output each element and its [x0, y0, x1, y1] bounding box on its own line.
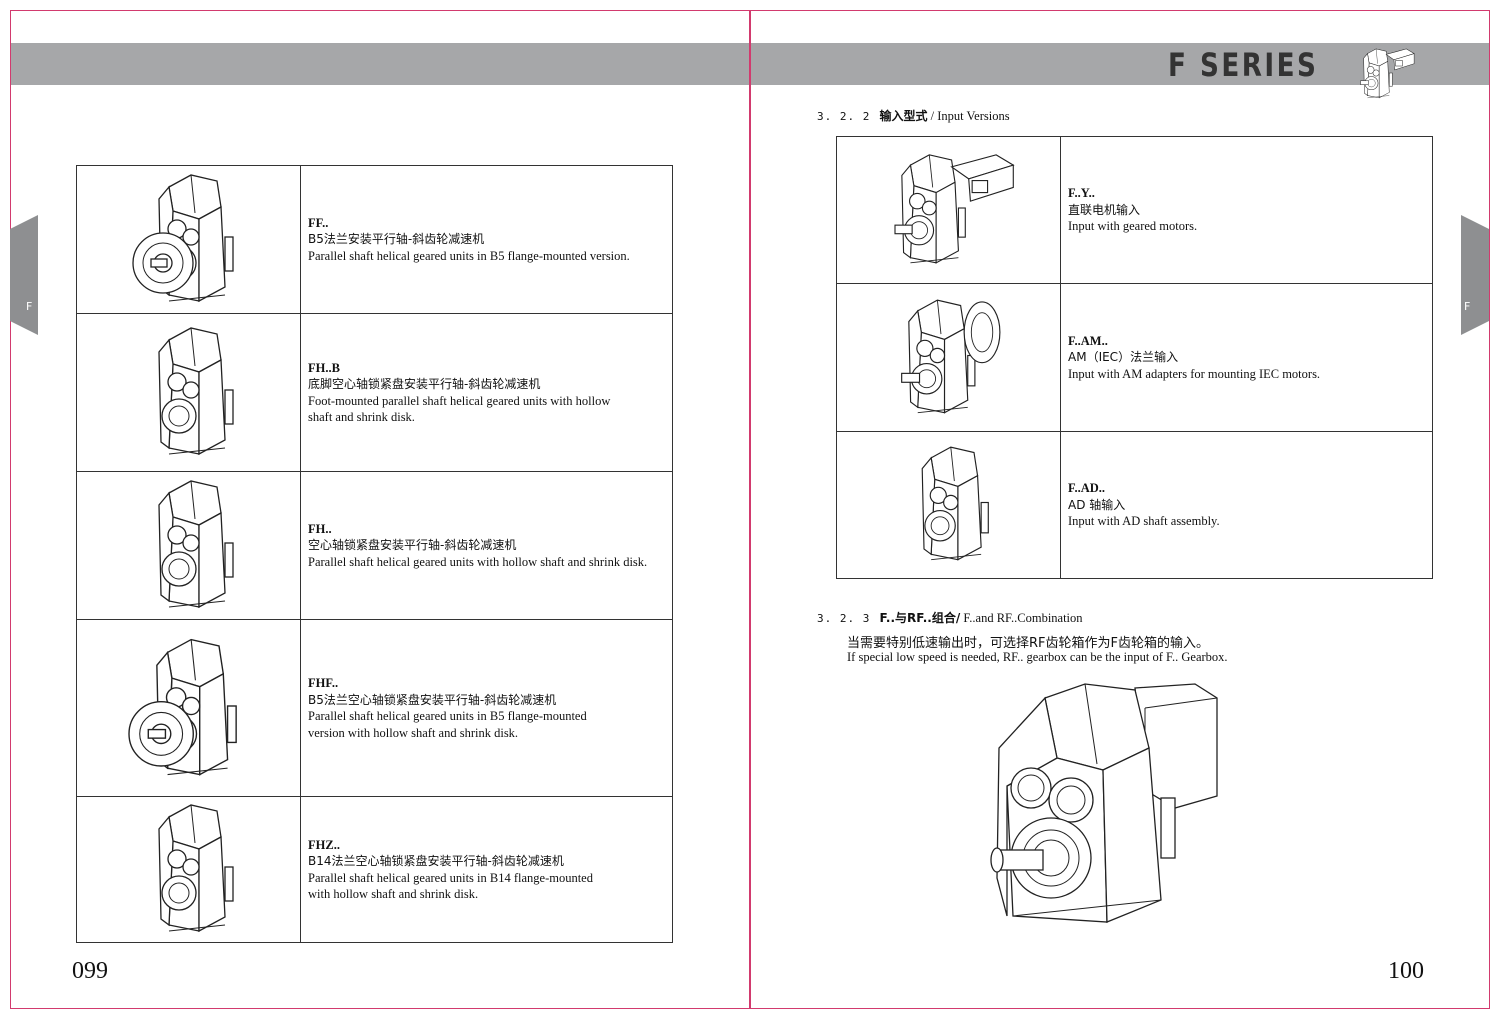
- section-heading-combination: 3. 2. 3 F..与RF..组合/ F..and RF..Combinati…: [817, 609, 1083, 626]
- section-title-cn: F..与RF..组合/: [879, 611, 961, 625]
- page-number-right: 100: [1388, 958, 1424, 984]
- foot-mounted-gearbox-icon: [124, 320, 254, 460]
- section-title-cn: 输入型式: [879, 109, 928, 123]
- row-cn: B5法兰空心轴锁紧盘安装平行轴-斜齿轮减速机: [308, 692, 557, 707]
- right-spec-table: F..Y.. 直联电机输入 Input with geared motors. …: [836, 136, 1433, 579]
- row-en: Input with geared motors.: [1068, 219, 1198, 234]
- row-en: Parallel shaft helical geared units in B…: [308, 709, 587, 723]
- table-row: F..AM.. AM（IEC）法兰输入 Input with AM adapte…: [836, 283, 1433, 432]
- table-row: FF.. B5法兰安装平行轴-斜齿轮减速机 Parallel shaft hel…: [76, 165, 673, 314]
- row-cn: B5法兰安装平行轴-斜齿轮减速机: [308, 232, 485, 247]
- left-spec-table: FF.. B5法兰安装平行轴-斜齿轮减速机 Parallel shaft hel…: [76, 165, 673, 943]
- row-code: FH..B: [308, 360, 340, 375]
- section-title-en: / Input Versions: [930, 109, 1010, 123]
- flange-hollow-gearbox-icon: [124, 631, 254, 781]
- row-en: Parallel shaft helical geared units with…: [308, 554, 648, 569]
- row-en: version with hollow shaft and shrink dis…: [308, 725, 519, 740]
- right-page-frame: [750, 10, 1490, 1009]
- am-adapter-gearbox-icon: [879, 293, 1019, 418]
- row-code: FH..: [308, 521, 332, 536]
- row-code: F..AD..: [1068, 481, 1106, 496]
- table-row: FHF.. B5法兰空心轴锁紧盘安装平行轴-斜齿轮减速机 Parallel sh…: [76, 619, 673, 797]
- flange-gearbox-icon: [124, 167, 254, 307]
- section-number: 3. 2. 3: [817, 612, 871, 625]
- combination-paragraph-cn: 当需要特别低速输出时，可选择RF齿轮箱作为F齿轮箱的输入。: [847, 636, 1209, 651]
- series-title: F SERIES: [1168, 46, 1319, 84]
- row-cn: 底脚空心轴锁紧盘安装平行轴-斜齿轮减速机: [308, 377, 541, 391]
- ad-shaft-gearbox-icon: [884, 440, 1014, 565]
- header-band-left: [11, 43, 749, 85]
- row-en: Foot-mounted parallel shaft helical gear…: [308, 393, 611, 408]
- row-cn: AD 轴输入: [1068, 497, 1126, 512]
- side-tab-left: [10, 215, 38, 335]
- b14-flange-gearbox-icon: [124, 797, 254, 937]
- f-rf-combination-drawing: [990, 683, 1218, 923]
- table-row: FHZ.. B14法兰空心轴锁紧盘安装平行轴-斜齿轮减速机 Parallel s…: [76, 796, 673, 943]
- table-row: FH.. 空心轴锁紧盘安装平行轴-斜齿轮减速机 Parallel shaft h…: [76, 471, 673, 620]
- geared-motor-icon: [874, 148, 1024, 268]
- section-number: 3. 2. 2: [817, 110, 871, 123]
- side-tab-right-label: F: [1464, 300, 1471, 313]
- row-code: F..Y..: [1068, 186, 1095, 201]
- row-en: Input with AD shaft assembly.: [1068, 514, 1220, 529]
- row-en: Parallel shaft helical geared units in B…: [308, 248, 630, 263]
- hollow-shaft-gearbox-icon: [124, 473, 254, 613]
- row-code: FHZ..: [308, 837, 340, 852]
- row-cn: AM（IEC）法兰输入: [1068, 350, 1179, 365]
- row-en: shaft and shrink disk.: [308, 410, 415, 424]
- combination-paragraph-en: If special low speed is needed, RF.. gea…: [847, 650, 1228, 664]
- page-number-left: 099: [72, 958, 108, 984]
- section-heading-input-versions: 3. 2. 2 输入型式 / Input Versions: [817, 107, 1010, 124]
- section-title-en: F..and RF..Combination: [963, 611, 1083, 625]
- left-page-frame: [10, 10, 750, 1009]
- header-gearbox-icon: [1352, 44, 1418, 102]
- row-code: F..AM..: [1068, 333, 1108, 348]
- table-row: F..Y.. 直联电机输入 Input with geared motors.: [836, 136, 1433, 284]
- row-cn: B14法兰空心轴锁紧盘安装平行轴-斜齿轮减速机: [308, 854, 564, 868]
- row-en: Input with AM adapters for mounting IEC …: [1068, 366, 1321, 381]
- row-code: FF..: [308, 215, 329, 230]
- table-row: F..AD.. AD 轴输入 Input with AD shaft assem…: [836, 431, 1433, 579]
- table-row: FH..B 底脚空心轴锁紧盘安装平行轴-斜齿轮减速机 Foot-mounted …: [76, 313, 673, 472]
- side-tab-left-label: F: [26, 300, 33, 313]
- side-tab-right: [1461, 215, 1489, 335]
- row-en: Parallel shaft helical geared units in B…: [308, 870, 593, 885]
- row-cn: 直联电机输入: [1068, 202, 1141, 217]
- row-cn: 空心轴锁紧盘安装平行轴-斜齿轮减速机: [308, 538, 517, 553]
- row-code: FHF..: [308, 676, 339, 690]
- row-en: with hollow shaft and shrink disk.: [308, 887, 479, 901]
